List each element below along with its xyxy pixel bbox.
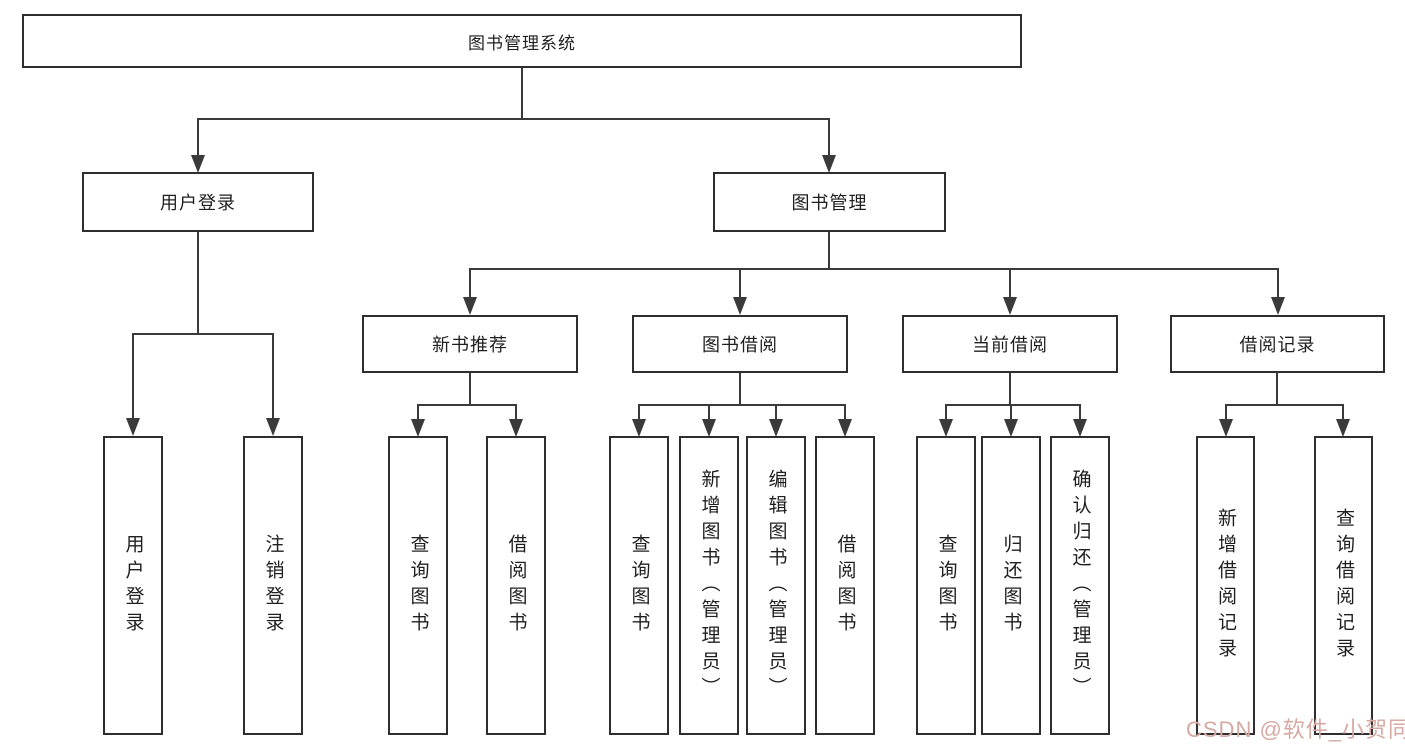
leaf-query-books-recommend-label: 查询图书 <box>407 533 429 638</box>
arrowhead-down-icon <box>939 419 953 437</box>
connector-to-new-book <box>469 268 471 301</box>
connector-leaf-stem <box>844 404 846 422</box>
arrowhead-down-icon <box>822 155 836 173</box>
connector-leaf-stem <box>1010 404 1012 422</box>
node-book-borrow: 图书借阅 <box>632 315 848 373</box>
leaf-query-books-current: 查询图书 <box>916 436 976 735</box>
node-new-book-recommend: 新书推荐 <box>362 315 578 373</box>
arrowhead-down-icon <box>632 419 646 437</box>
leaf-confirm-return-admin-label: 确认归还（管理员） <box>1069 468 1091 703</box>
node-book-borrow-label: 图书借阅 <box>702 335 778 355</box>
leaf-add-book-admin-label: 新增图书（管理员） <box>698 468 720 703</box>
connector-user-login-rail <box>133 333 274 335</box>
arrowhead-down-icon <box>838 419 852 437</box>
leaf-query-books-borrow-label: 查询图书 <box>628 533 650 638</box>
node-borrow-records-label: 借阅记录 <box>1239 335 1316 355</box>
node-user-login: 用户登录 <box>82 172 314 232</box>
connector-book-management-stem <box>828 230 830 270</box>
node-user-login-label: 用户登录 <box>160 193 236 213</box>
connector-leaf-stem <box>1079 404 1081 422</box>
connector-leaf-stem <box>708 404 710 422</box>
arrowhead-down-icon <box>1073 419 1087 437</box>
node-current-borrow: 当前借阅 <box>902 315 1118 373</box>
leaf-query-books-recommend: 查询图书 <box>388 436 448 735</box>
connector-root-stem <box>521 66 523 120</box>
csdn-watermark: CSDN @软件_小贺同学 <box>1186 717 1405 742</box>
arrowhead-down-icon <box>1219 419 1233 437</box>
arrowhead-down-icon <box>191 155 205 173</box>
connector-current-borrow-stem <box>1009 373 1011 406</box>
node-root-label: 图书管理系统 <box>468 33 576 53</box>
connector-to-leaf-user-login <box>132 333 134 423</box>
node-current-borrow-label: 当前借阅 <box>972 335 1048 355</box>
arrowhead-down-icon <box>266 418 280 436</box>
node-root: 图书管理系统 <box>22 14 1022 68</box>
connector-leaf-stem <box>775 404 777 422</box>
node-borrow-records: 借阅记录 <box>1170 315 1385 373</box>
connector-new-book-stem <box>469 373 471 406</box>
connector-to-borrow-records <box>1277 268 1279 301</box>
leaf-confirm-return-admin: 确认归还（管理员） <box>1050 436 1110 735</box>
leaf-return-book-label: 归还图书 <box>1000 533 1022 638</box>
leaf-logout: 注销登录 <box>243 436 303 735</box>
connector-level1-rail <box>198 118 830 120</box>
arrowhead-down-icon <box>411 419 425 437</box>
leaf-borrow-books-recommend: 借阅图书 <box>486 436 546 735</box>
connector-to-book-management <box>828 118 830 158</box>
connector-leaf-stem <box>417 404 419 422</box>
connector-book-borrow-stem <box>739 373 741 406</box>
leaf-add-borrow-record: 新增借阅记录 <box>1196 436 1255 735</box>
connector-leaf-stem <box>945 404 947 422</box>
leaf-logout-label: 注销登录 <box>262 533 284 638</box>
arrowhead-down-icon <box>1336 419 1350 437</box>
connector-leaf-stem <box>515 404 517 422</box>
connector-current-borrow-rail <box>946 404 1081 406</box>
leaf-add-borrow-record-label: 新增借阅记录 <box>1215 507 1236 664</box>
arrowhead-down-icon <box>509 419 523 437</box>
connector-borrow-records-rail <box>1226 404 1344 406</box>
connector-borrow-records-stem <box>1276 373 1278 406</box>
connector-leaf-stem <box>638 404 640 422</box>
connector-new-book-rail <box>418 404 517 406</box>
leaf-borrow-books-label: 借阅图书 <box>834 533 856 638</box>
leaf-query-books-borrow: 查询图书 <box>609 436 669 735</box>
node-new-book-recommend-label: 新书推荐 <box>432 335 508 355</box>
connector-level2-rail <box>470 268 1279 270</box>
leaf-query-books-current-label: 查询图书 <box>935 533 957 638</box>
leaf-user-login: 用户登录 <box>103 436 163 735</box>
arrowhead-down-icon <box>769 419 783 437</box>
connector-leaf-stem <box>1342 404 1344 422</box>
connector-to-user-login <box>197 118 199 158</box>
arrowhead-down-icon <box>1004 419 1018 437</box>
connector-leaf-stem <box>1225 404 1227 422</box>
leaf-return-book: 归还图书 <box>981 436 1041 735</box>
arrowhead-down-icon <box>1271 297 1285 315</box>
leaf-add-book-admin: 新增图书（管理员） <box>679 436 739 735</box>
leaf-user-login-label: 用户登录 <box>122 533 144 638</box>
leaf-query-borrow-record-label: 查询借阅记录 <box>1333 507 1354 664</box>
arrowhead-down-icon <box>126 418 140 436</box>
leaf-edit-book-admin-label: 编辑图书（管理员） <box>765 468 787 703</box>
arrowhead-down-icon <box>733 297 747 315</box>
leaf-borrow-books: 借阅图书 <box>815 436 875 735</box>
connector-book-borrow-rail <box>639 404 846 406</box>
leaf-borrow-books-recommend-label: 借阅图书 <box>505 533 527 638</box>
arrowhead-down-icon <box>463 297 477 315</box>
connector-to-current-borrow <box>1009 268 1011 301</box>
node-book-management: 图书管理 <box>713 172 946 232</box>
leaf-query-borrow-record: 查询借阅记录 <box>1314 436 1373 735</box>
connector-user-login-stem <box>197 230 199 335</box>
connector-to-leaf-logout <box>272 333 274 423</box>
node-book-management-label: 图书管理 <box>791 193 868 213</box>
leaf-edit-book-admin: 编辑图书（管理员） <box>746 436 806 735</box>
arrowhead-down-icon <box>702 419 716 437</box>
connector-to-book-borrow <box>739 268 741 301</box>
arrowhead-down-icon <box>1003 297 1017 315</box>
